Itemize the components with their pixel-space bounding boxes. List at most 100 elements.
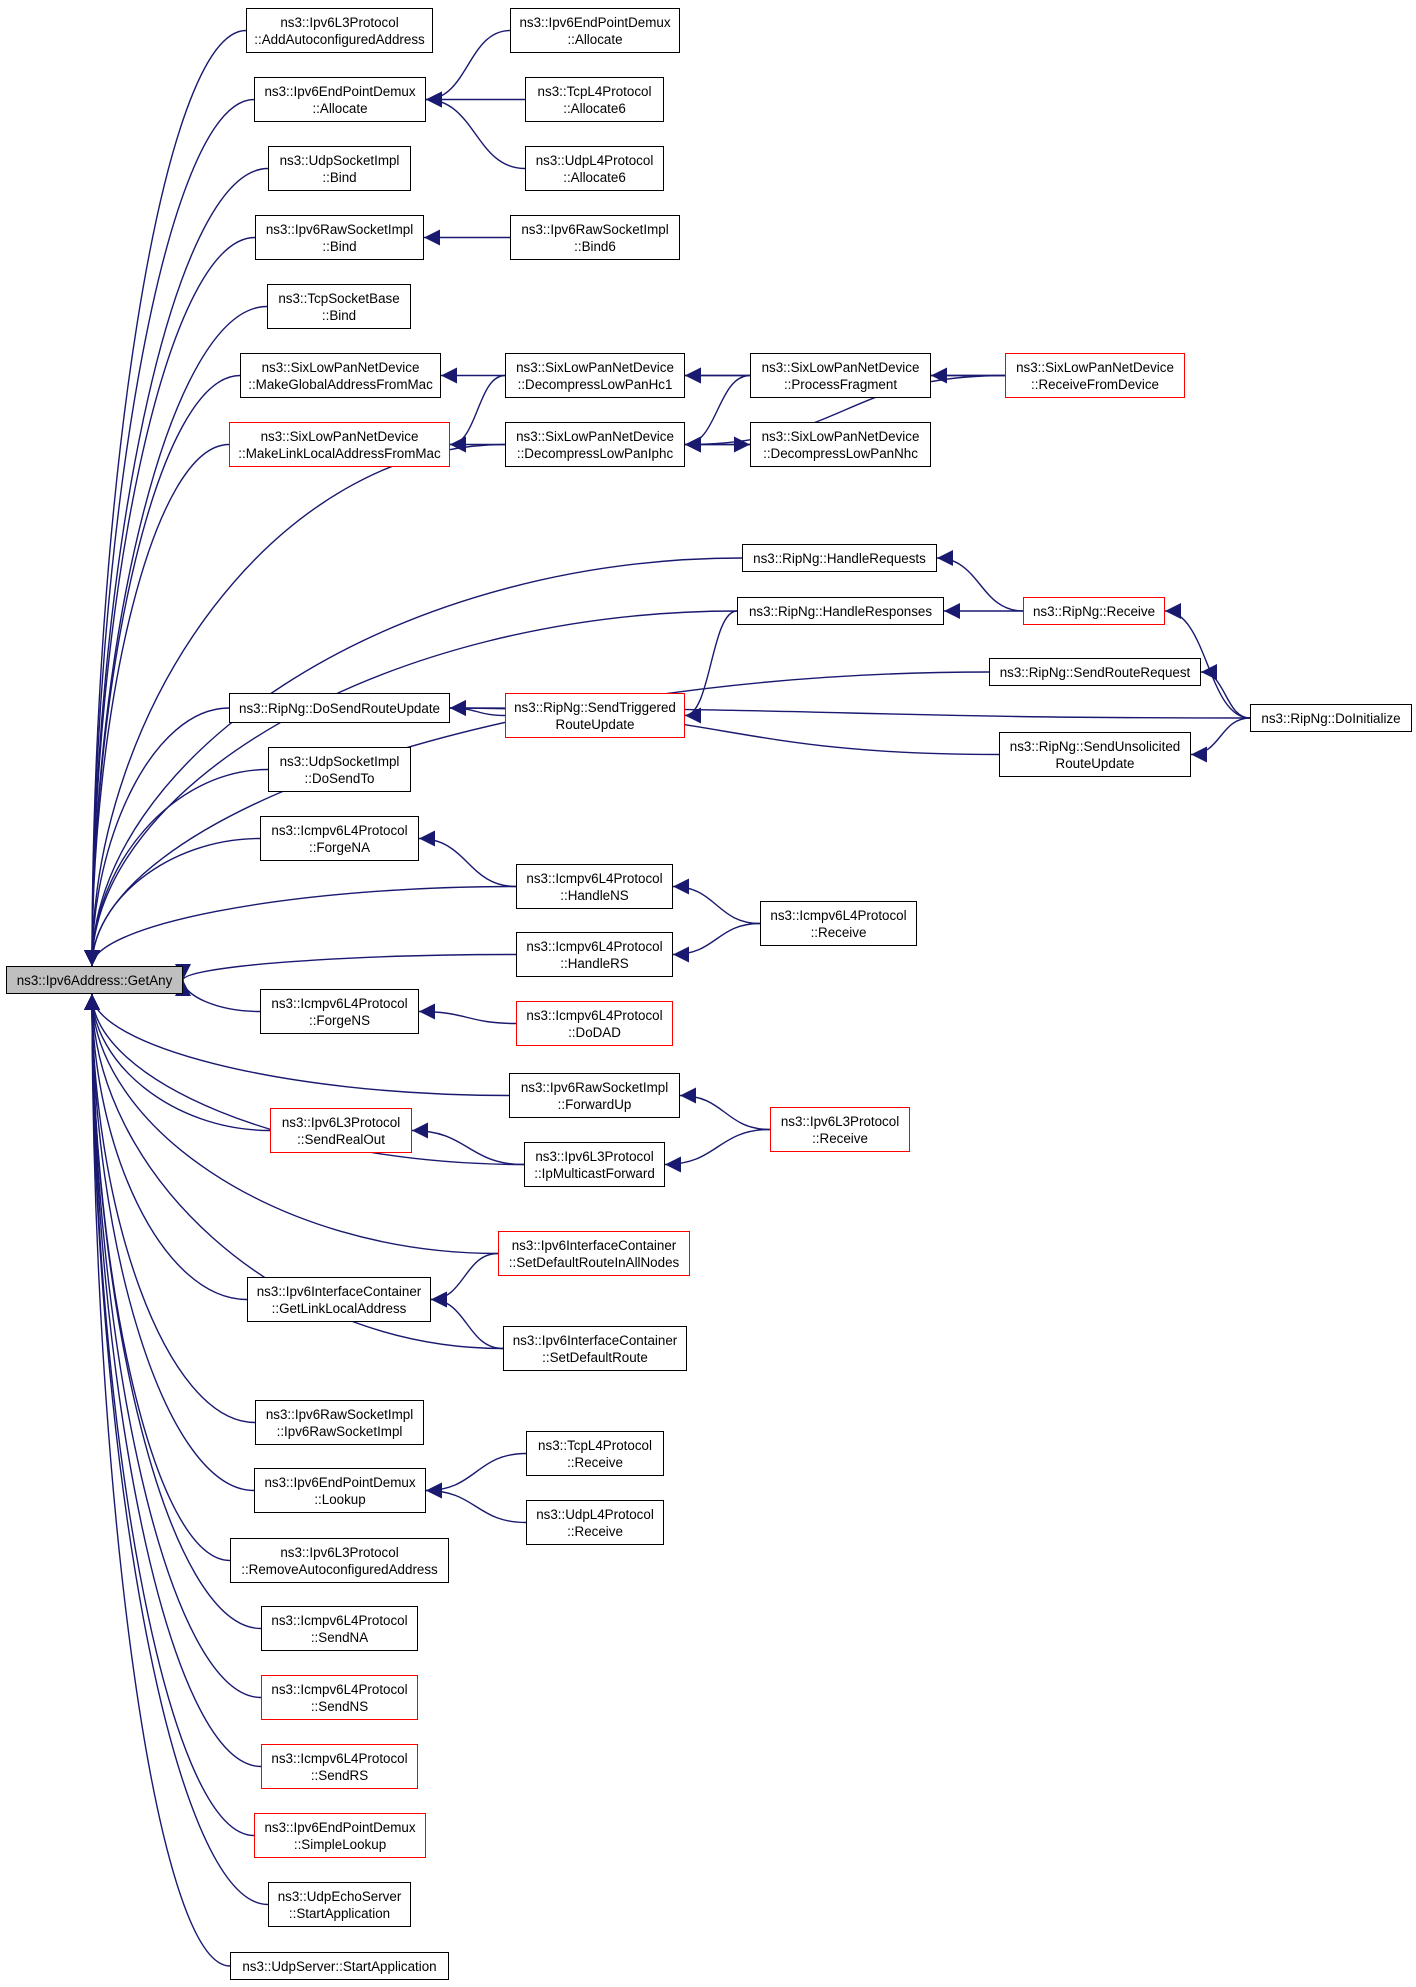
node-epd-alloc2[interactable]: ns3::Ipv6EndPointDemux::Allocate xyxy=(510,8,680,53)
node-label-line: ns3::Icmpv6L4Protocol xyxy=(271,822,408,838)
node-raw-ctor[interactable]: ns3::Ipv6RawSocketImpl::Ipv6RawSocketImp… xyxy=(255,1400,424,1445)
node-raw-bind6[interactable]: ns3::Ipv6RawSocketImpl::Bind6 xyxy=(510,215,680,260)
node-tcp-recv[interactable]: ns3::TcpL4Protocol::Receive xyxy=(526,1431,664,1476)
node-slp-nhc[interactable]: ns3::SixLowPanNetDevice::DecompressLowPa… xyxy=(750,422,931,467)
node-l3-sendrealout[interactable]: ns3::Ipv6L3Protocol::SendRealOut xyxy=(270,1108,412,1153)
node-slp-recv[interactable]: ns3::SixLowPanNetDevice::ReceiveFromDevi… xyxy=(1005,353,1185,398)
node-label-line: ns3::UdpL4Protocol xyxy=(535,152,654,168)
node-label-line: ns3::Ipv6EndPointDemux xyxy=(264,83,416,99)
node-label-line: ns3::Ipv6L3Protocol xyxy=(281,1114,401,1130)
node-label-line: ns3::Ipv6RawSocketImpl xyxy=(520,1079,669,1095)
edge-slp-recv-to-slp-iphc xyxy=(684,374,1006,453)
node-tcpsock-bind[interactable]: ns3::TcpSocketBase::Bind xyxy=(267,284,411,329)
node-label-line: ns3::RipNg::SendRouteRequest xyxy=(999,664,1191,680)
node-label-line: ::Allocate6 xyxy=(563,100,626,116)
node-label-line: ns3::SixLowPanNetDevice xyxy=(1016,359,1174,375)
node-l3-addauto[interactable]: ns3::Ipv6L3Protocol::AddAutoconfiguredAd… xyxy=(246,8,433,53)
node-rip-recv[interactable]: ns3::RipNg::Receive xyxy=(1023,597,1165,625)
node-label-line: ::StartApplication xyxy=(288,1905,391,1921)
node-label-line: ::Allocate xyxy=(312,100,368,116)
node-label-line: ::GetLinkLocalAddress xyxy=(271,1300,407,1316)
node-icmp-forgena[interactable]: ns3::Icmpv6L4Protocol::ForgeNA xyxy=(260,816,419,861)
node-rip-dosend[interactable]: ns3::RipNg::DoSendRouteUpdate xyxy=(229,693,450,723)
node-icmp-hns[interactable]: ns3::Icmpv6L4Protocol::HandleNS xyxy=(516,864,673,909)
node-label-line: ::Receive xyxy=(567,1454,623,1470)
node-slp-frag[interactable]: ns3::SixLowPanNetDevice::ProcessFragment xyxy=(750,353,931,398)
node-label-line: ns3::Ipv6RawSocketImpl xyxy=(265,1406,414,1422)
node-label-line: ns3::SixLowPanNetDevice xyxy=(261,359,420,375)
node-label-line: ::SetDefaultRouteInAllNodes xyxy=(508,1254,680,1270)
edge-rip-init-to-rip-sendreq xyxy=(1200,664,1251,719)
edge-epd-simplelookup-to-getany xyxy=(84,993,255,1837)
node-slp-hc1[interactable]: ns3::SixLowPanNetDevice::DecompressLowPa… xyxy=(505,353,685,398)
node-icmp-sendrs[interactable]: ns3::Icmpv6L4Protocol::SendRS xyxy=(261,1744,418,1789)
node-label-line: ::ForgeNA xyxy=(308,839,371,855)
node-udp-recv[interactable]: ns3::UdpL4Protocol::Receive xyxy=(526,1500,664,1545)
node-udpsock-bind[interactable]: ns3::UdpSocketImpl::Bind xyxy=(268,146,411,191)
node-slp-iphc[interactable]: ns3::SixLowPanNetDevice::DecompressLowPa… xyxy=(505,422,685,467)
node-tcp-alloc6[interactable]: ns3::TcpL4Protocol::Allocate6 xyxy=(525,77,664,122)
edge-icmp-hrs-to-getany xyxy=(175,953,517,981)
edge-rip-recv-to-rip-hreq xyxy=(936,550,1024,612)
node-slp-mkglobal[interactable]: ns3::SixLowPanNetDevice::MakeGlobalAddre… xyxy=(240,353,441,398)
node-label-line: ::IpMulticastForward xyxy=(534,1165,655,1181)
node-rip-init[interactable]: ns3::RipNg::DoInitialize xyxy=(1250,704,1412,732)
node-icmp-sendna[interactable]: ns3::Icmpv6L4Protocol::SendNA xyxy=(261,1606,418,1651)
node-label-line: ns3::Ipv6L3Protocol xyxy=(780,1113,900,1129)
node-epd-lookup[interactable]: ns3::Ipv6EndPointDemux::Lookup xyxy=(254,1468,426,1513)
edge-ic-setdefall-to-ic-getlink xyxy=(430,1252,499,1308)
node-label-line: ::HandleRS xyxy=(560,955,629,971)
node-label-line: ::SendRealOut xyxy=(297,1131,385,1147)
edge-rip-hresp-to-rip-trig xyxy=(684,610,738,724)
node-rip-hresp[interactable]: ns3::RipNg::HandleResponses xyxy=(737,597,944,625)
node-rip-hreq[interactable]: ns3::RipNg::HandleRequests xyxy=(742,544,937,572)
node-icmp-sendns[interactable]: ns3::Icmpv6L4Protocol::SendNS xyxy=(261,1675,418,1720)
edge-slp-mklink-to-getany xyxy=(84,443,230,967)
node-label-line: ::MakeLinkLocalAddressFromMac xyxy=(238,445,441,461)
node-label-line: ns3::Ipv6RawSocketImpl xyxy=(265,221,414,237)
node-l3-removeauto[interactable]: ns3::Ipv6L3Protocol::RemoveAutoconfigure… xyxy=(230,1538,449,1583)
node-udp-alloc6[interactable]: ns3::UdpL4Protocol::Allocate6 xyxy=(525,146,664,191)
edge-raw-ctor-to-getany xyxy=(84,993,256,1424)
edge-rip-init-to-rip-unsol xyxy=(1190,717,1251,763)
node-label-line: ns3::Icmpv6L4Protocol xyxy=(526,938,663,954)
node-icmp-recv[interactable]: ns3::Icmpv6L4Protocol::Receive xyxy=(760,901,917,946)
node-ic-setdef[interactable]: ns3::Ipv6InterfaceContainer::SetDefaultR… xyxy=(503,1326,687,1371)
node-label-line: ::Ipv6RawSocketImpl xyxy=(276,1423,403,1439)
node-echo-start[interactable]: ns3::UdpEchoServer::StartApplication xyxy=(268,1882,411,1927)
node-udpsock-dosendto[interactable]: ns3::UdpSocketImpl::DoSendTo xyxy=(268,747,411,792)
node-icmp-forgens[interactable]: ns3::Icmpv6L4Protocol::ForgeNS xyxy=(260,989,419,1034)
edge-icmp-hns-to-icmp-forgena xyxy=(418,830,517,888)
node-icmp-dodad[interactable]: ns3::Icmpv6L4Protocol::DoDAD xyxy=(516,1001,673,1046)
node-label-line: ns3::SixLowPanNetDevice xyxy=(761,359,920,375)
edge-l3-sendrealout-to-getany xyxy=(84,993,271,1132)
node-label-line: ::Allocate xyxy=(567,31,623,47)
node-label-line: ::DoSendTo xyxy=(304,770,375,786)
node-rip-sendreq[interactable]: ns3::RipNg::SendRouteRequest xyxy=(989,658,1201,686)
node-udpserver-start[interactable]: ns3::UdpServer::StartApplication xyxy=(230,1952,449,1980)
node-epd-simplelookup[interactable]: ns3::Ipv6EndPointDemux::SimpleLookup xyxy=(254,1813,426,1858)
node-raw-bind[interactable]: ns3::Ipv6RawSocketImpl::Bind xyxy=(255,215,424,260)
node-label-line: ::Bind6 xyxy=(574,238,616,254)
node-label-line: ns3::RipNg::DoSendRouteUpdate xyxy=(239,700,440,716)
edge-rip-hreq-to-getany xyxy=(84,557,743,967)
node-label-line: ns3::UdpEchoServer xyxy=(277,1888,402,1904)
node-ic-setdefall[interactable]: ns3::Ipv6InterfaceContainer::SetDefaultR… xyxy=(498,1231,690,1276)
node-ic-getlink[interactable]: ns3::Ipv6InterfaceContainer::GetLinkLoca… xyxy=(247,1277,431,1322)
node-label-line: ::ForwardUp xyxy=(557,1096,632,1112)
node-icmp-hrs[interactable]: ns3::Icmpv6L4Protocol::HandleRS xyxy=(516,932,673,977)
node-label-line: ns3::SixLowPanNetDevice xyxy=(260,428,419,444)
node-slp-mklink[interactable]: ns3::SixLowPanNetDevice::MakeLinkLocalAd… xyxy=(229,422,450,467)
node-label-line: ::Receive xyxy=(812,1130,868,1146)
edge-udp-recv-to-epd-lookup xyxy=(425,1482,527,1524)
node-label-line: ns3::Icmpv6L4Protocol xyxy=(526,1007,663,1023)
node-l3-ipmfwd[interactable]: ns3::Ipv6L3Protocol::IpMulticastForward xyxy=(524,1142,665,1187)
node-raw-fwdup[interactable]: ns3::Ipv6RawSocketImpl::ForwardUp xyxy=(509,1073,680,1118)
node-l3-recv[interactable]: ns3::Ipv6L3Protocol::Receive xyxy=(770,1107,910,1152)
node-label-line: ns3::Ipv6L3Protocol xyxy=(280,1544,399,1560)
node-epd-alloc[interactable]: ns3::Ipv6EndPointDemux::Allocate xyxy=(254,77,426,122)
node-label-line: ns3::SixLowPanNetDevice xyxy=(516,359,674,375)
